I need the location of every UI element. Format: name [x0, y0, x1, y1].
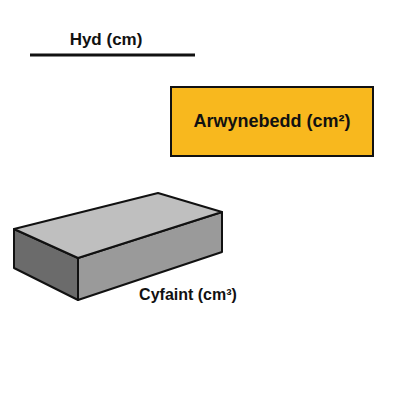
- length-line: [30, 54, 195, 57]
- cuboid: [14, 193, 222, 300]
- cuboid-top-face: [14, 193, 222, 258]
- area-label: Arwynebedd (cm²): [193, 111, 350, 132]
- area-box: Arwynebedd (cm²): [170, 86, 374, 157]
- length-label: Hyd (cm): [70, 30, 143, 50]
- volume-label: Cyfaint (cm³): [139, 286, 237, 304]
